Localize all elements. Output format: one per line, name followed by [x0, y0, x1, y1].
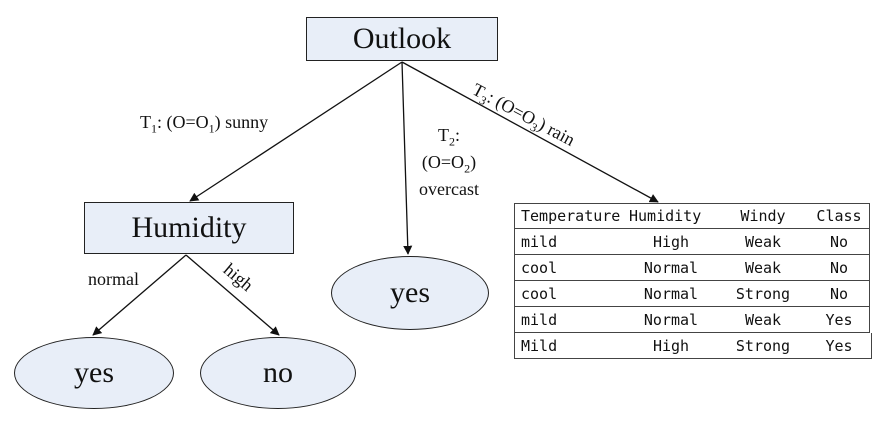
edge-label-overcast: T2: (O=O2) overcast [419, 125, 479, 199]
table-cell: Mild [521, 336, 558, 355]
table-cell: Weak [744, 310, 782, 329]
table-cell: mild [521, 232, 558, 251]
table-cell: No [829, 284, 849, 303]
leaf-normal-label: yes [74, 356, 114, 389]
table-cell: Yes [825, 336, 853, 355]
edge-label-normal: normal [88, 269, 139, 289]
table-cell: High [652, 232, 690, 251]
table-row: cool Normal Strong No [514, 281, 870, 307]
leaf-overcast-label: yes [390, 276, 430, 309]
table-cell: No [829, 232, 849, 251]
edge-overcast [401, 61, 413, 255]
edge-normal [92, 254, 187, 336]
edge-rain [401, 61, 659, 203]
node-outlook-label: Outlook [352, 22, 452, 55]
table-cell: High [652, 336, 690, 355]
node-humidity-label: Humidity [131, 211, 247, 244]
table-header: Class [816, 207, 862, 225]
table-row: mild High Weak No [514, 229, 870, 255]
table-cell: Strong [735, 336, 791, 355]
table-cell: Normal [643, 258, 699, 277]
leaf-high-no: no [200, 337, 356, 409]
rain-subset-table: Temperature Humidity Windy Class mild Hi… [514, 203, 872, 359]
edge-high [185, 254, 280, 336]
leaf-normal-yes: yes [14, 337, 174, 409]
edge-sunny [189, 61, 403, 202]
table-cell: Strong [735, 284, 791, 303]
table-cell: Normal [643, 284, 699, 303]
table-cell: No [829, 258, 849, 277]
table-cell: mild [521, 310, 558, 329]
table-cell: Yes [825, 310, 853, 329]
table-header: Temperature [521, 207, 621, 225]
table-cell: cool [521, 258, 558, 277]
leaf-overcast-yes: yes [331, 256, 489, 330]
leaf-high-label: no [263, 356, 293, 389]
table-row: mild Normal Weak Yes [514, 307, 870, 333]
table-cell: Weak [744, 258, 782, 277]
edge-label-sunny: T1: (O=O1) sunny [140, 112, 269, 136]
table-header: Humidity [629, 207, 702, 225]
table-row: cool Normal Weak No [514, 255, 870, 281]
table-cell: cool [521, 284, 558, 303]
table-row: Mild High Strong Yes [514, 333, 872, 359]
node-humidity: Humidity [84, 202, 294, 254]
node-outlook: Outlook [306, 17, 498, 61]
table-cell: Weak [744, 232, 782, 251]
table-cell: Normal [643, 310, 699, 329]
table-header: Windy [740, 207, 786, 225]
table-header-row: Temperature Humidity Windy Class [514, 203, 870, 229]
